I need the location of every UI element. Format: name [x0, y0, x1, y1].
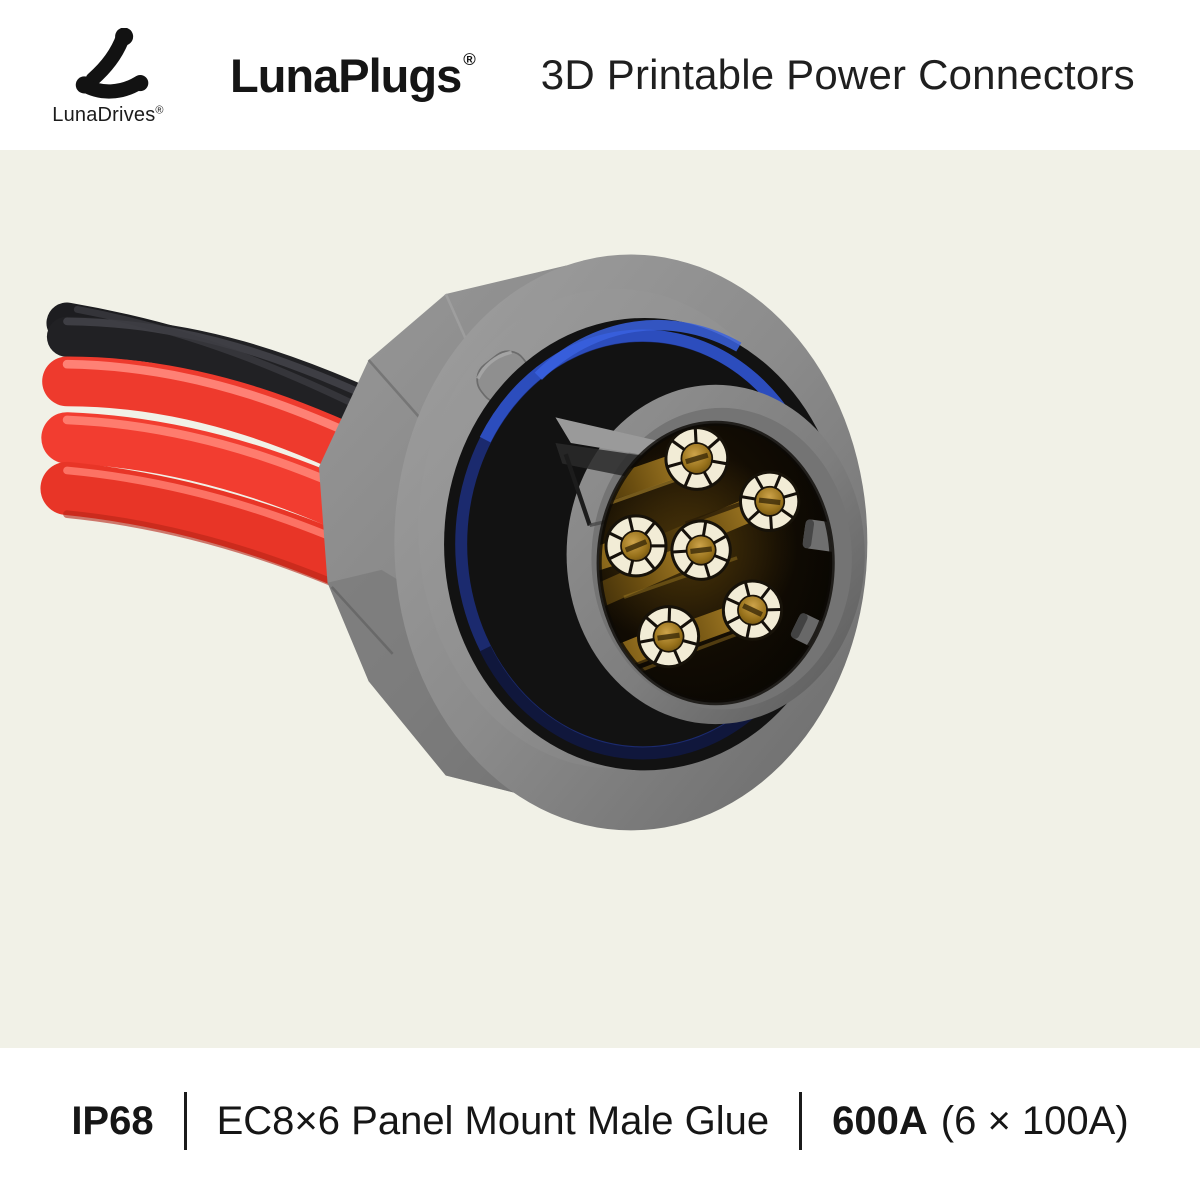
- registered-mark: ®: [463, 49, 475, 69]
- divider: [799, 1092, 803, 1150]
- current-spec: 600A (6 × 100A): [832, 1099, 1129, 1144]
- header: LunaDrives® LunaPlugs® 3D Printable Powe…: [0, 0, 1200, 150]
- logo: LunaDrives®: [42, 27, 174, 127]
- pin-socket: [604, 514, 668, 578]
- pin-socket: [664, 426, 730, 491]
- current-breakdown: (6 × 100A): [940, 1098, 1129, 1143]
- product-line-title: LunaPlugs®: [230, 48, 476, 102]
- lunadrives-logo-icon: [75, 27, 149, 99]
- pin-socket: [739, 470, 801, 532]
- connector-render: [40, 150, 1115, 1048]
- contact-cavity: [596, 420, 835, 706]
- spec-row: IP68 EC8×6 Panel Mount Male Glue 600A (6…: [71, 1092, 1129, 1150]
- pin-socket: [637, 605, 701, 669]
- current-rating: 600A: [832, 1098, 928, 1143]
- pin-sockets: [604, 426, 801, 669]
- registered-mark: ®: [155, 103, 164, 116]
- product-name: EC8×6 Panel Mount Male Glue: [216, 1098, 770, 1143]
- header-tagline: 3D Printable Power Connectors: [540, 51, 1135, 98]
- divider: [183, 1092, 187, 1150]
- product-image: [0, 150, 1200, 1048]
- spec-footer: IP68 EC8×6 Panel Mount Male Glue 600A (6…: [0, 1048, 1200, 1200]
- ip-rating: IP68: [71, 1098, 154, 1143]
- pin-socket: [721, 579, 784, 641]
- pin-socket: [670, 519, 732, 581]
- logo-wordmark: LunaDrives®: [52, 103, 164, 126]
